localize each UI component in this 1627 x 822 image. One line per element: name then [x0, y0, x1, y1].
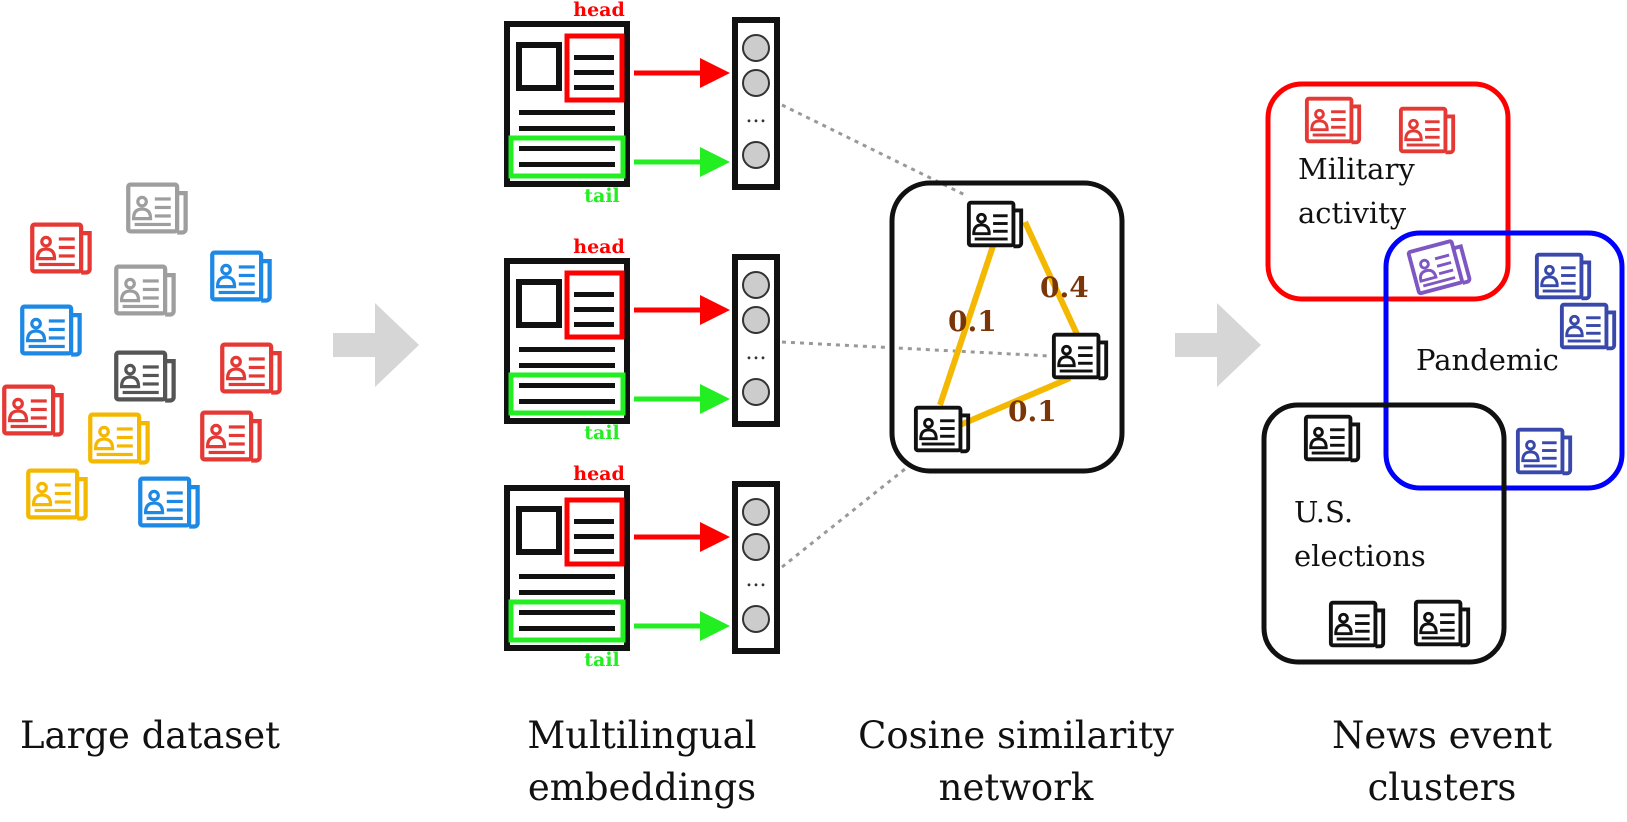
- cluster-label-military: Military: [1298, 152, 1415, 186]
- projection-line: [781, 340, 1051, 358]
- ellipsis-label: ...: [746, 103, 767, 128]
- stage-label-embeddings: embeddings: [528, 766, 756, 809]
- tail-highlight: [508, 135, 626, 179]
- tail-label: tail: [584, 422, 620, 444]
- edge-weight-label: 0.1: [948, 305, 997, 338]
- dataset-icon-cloud: [4, 185, 279, 527]
- cluster-label-elections: U.S.: [1294, 495, 1353, 529]
- newspaper-icon: [1406, 236, 1473, 297]
- vector-cell: [742, 69, 770, 97]
- vector-cell: [742, 605, 770, 633]
- tail-label: tail: [584, 649, 620, 671]
- newspaper-icon: [116, 353, 173, 401]
- embedding-rows: head tail... head tail... head tail...: [504, 0, 780, 671]
- newspaper-icon: [212, 253, 269, 301]
- vector-cell: [742, 378, 770, 406]
- stage-label-clusters: News event: [1332, 714, 1552, 757]
- embedding-row: head tail...: [504, 236, 780, 444]
- newspaper-icon: [1559, 302, 1617, 351]
- newspaper-icon: [28, 471, 85, 519]
- arrow-right-icon: [333, 303, 419, 387]
- newspaper-icon: [1534, 252, 1592, 301]
- cluster-label-pandemic: Pandemic: [1416, 343, 1559, 377]
- network-edge: [958, 375, 1072, 428]
- newspaper-icon: [32, 225, 89, 273]
- cluster-label-military: activity: [1298, 196, 1407, 230]
- vector-icon: ...: [732, 254, 780, 427]
- newspaper-icon: [1328, 600, 1386, 649]
- tail-highlight: [508, 599, 626, 643]
- head-highlight: [564, 497, 625, 567]
- stage-label-network: Cosine similarity: [858, 714, 1174, 757]
- embedding-row: head tail...: [504, 463, 780, 671]
- network-edge: [1022, 220, 1085, 347]
- edge-weight-label: 0.1: [1008, 395, 1057, 428]
- vector-icon: ...: [732, 17, 780, 190]
- vector-cell: [742, 498, 770, 526]
- network-edge: [937, 239, 998, 406]
- newspaper-icon: [128, 185, 185, 233]
- arrow-right-icon: [1175, 303, 1261, 387]
- head-label: head: [573, 463, 625, 485]
- newspaper-icon: [22, 307, 79, 355]
- newspaper-icon: [1303, 414, 1361, 463]
- newspaper-icon: [1398, 106, 1456, 155]
- network-node: [913, 405, 971, 454]
- embedding-row: head tail...: [504, 0, 780, 207]
- tail-label: tail: [584, 185, 620, 207]
- newspaper-icon: [1515, 427, 1573, 476]
- vector-cell: [742, 34, 770, 62]
- newspaper-icon: [1304, 96, 1362, 145]
- network-node: [966, 200, 1024, 249]
- newspaper-icon: [90, 415, 147, 463]
- document-icon: [504, 485, 630, 651]
- head-highlight: [564, 33, 625, 103]
- newspaper-icon: [1413, 599, 1471, 648]
- ellipsis-label: ...: [746, 340, 767, 365]
- newspaper-icon: [4, 387, 61, 435]
- network-box: [889, 180, 1125, 474]
- stage-label-dataset: Large dataset: [20, 714, 280, 757]
- stage-label-clusters: clusters: [1368, 766, 1517, 809]
- network-node: [1051, 332, 1109, 381]
- projection-line: [781, 463, 911, 569]
- head-label: head: [573, 0, 625, 21]
- cluster-elections: [1261, 402, 1507, 665]
- vector-cell: [742, 271, 770, 299]
- newspaper-icon: [116, 267, 173, 315]
- edge-weight-label: 0.4: [1040, 271, 1089, 304]
- projection-line: [781, 103, 966, 197]
- stage-label-embeddings: Multilingual: [527, 714, 756, 757]
- newspaper-icon: [140, 479, 197, 527]
- newspaper-icon: [222, 345, 279, 393]
- tail-highlight: [508, 372, 626, 416]
- vector-cell: [742, 533, 770, 561]
- ellipsis-label: ...: [746, 567, 767, 592]
- newspaper-icon: [202, 413, 259, 461]
- vector-cell: [742, 306, 770, 334]
- head-highlight: [564, 270, 625, 340]
- vector-icon: ...: [732, 481, 780, 654]
- head-label: head: [573, 236, 625, 258]
- vector-cell: [742, 141, 770, 169]
- cluster-label-elections: elections: [1294, 539, 1426, 573]
- stage-label-network: network: [939, 766, 1094, 809]
